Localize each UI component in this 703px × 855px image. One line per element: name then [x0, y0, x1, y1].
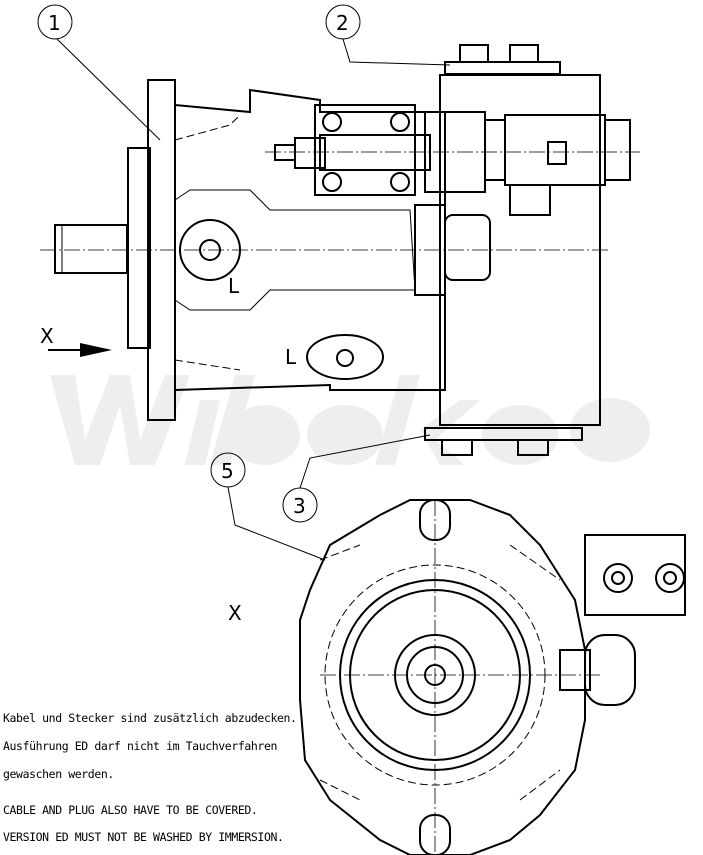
view-arrow-icon — [80, 343, 112, 357]
callout-1: 1 — [37, 4, 161, 141]
watermark-logo — [50, 375, 650, 465]
note-de-1: Kabel und Stecker sind zusätzlich abzude… — [3, 711, 297, 725]
port-label-l: L — [228, 274, 240, 298]
callout-2: 2 — [325, 4, 451, 66]
note-en-2: VERSION ED MUST NOT BE WASHED BY IMMERSI… — [3, 830, 284, 844]
svg-text:1: 1 — [48, 11, 61, 35]
callout-5: 5 — [210, 452, 326, 561]
note-de-2: Ausführung ED darf nicht im Tauchverfahr… — [3, 739, 277, 753]
view-arrow-label: X — [40, 324, 54, 348]
note-en-1: CABLE AND PLUG ALSO HAVE TO BE COVERED. — [3, 803, 258, 817]
port-label-l: L — [285, 345, 297, 369]
end-view: X — [228, 499, 686, 855]
callout-3: 3 — [282, 434, 431, 523]
bottom-view-label: X — [228, 601, 242, 625]
svg-text:2: 2 — [336, 11, 349, 35]
svg-text:3: 3 — [293, 494, 306, 518]
side-view: L L X — [40, 44, 640, 456]
note-de-3: gewaschen werden. — [3, 767, 114, 781]
svg-text:5: 5 — [221, 459, 234, 483]
